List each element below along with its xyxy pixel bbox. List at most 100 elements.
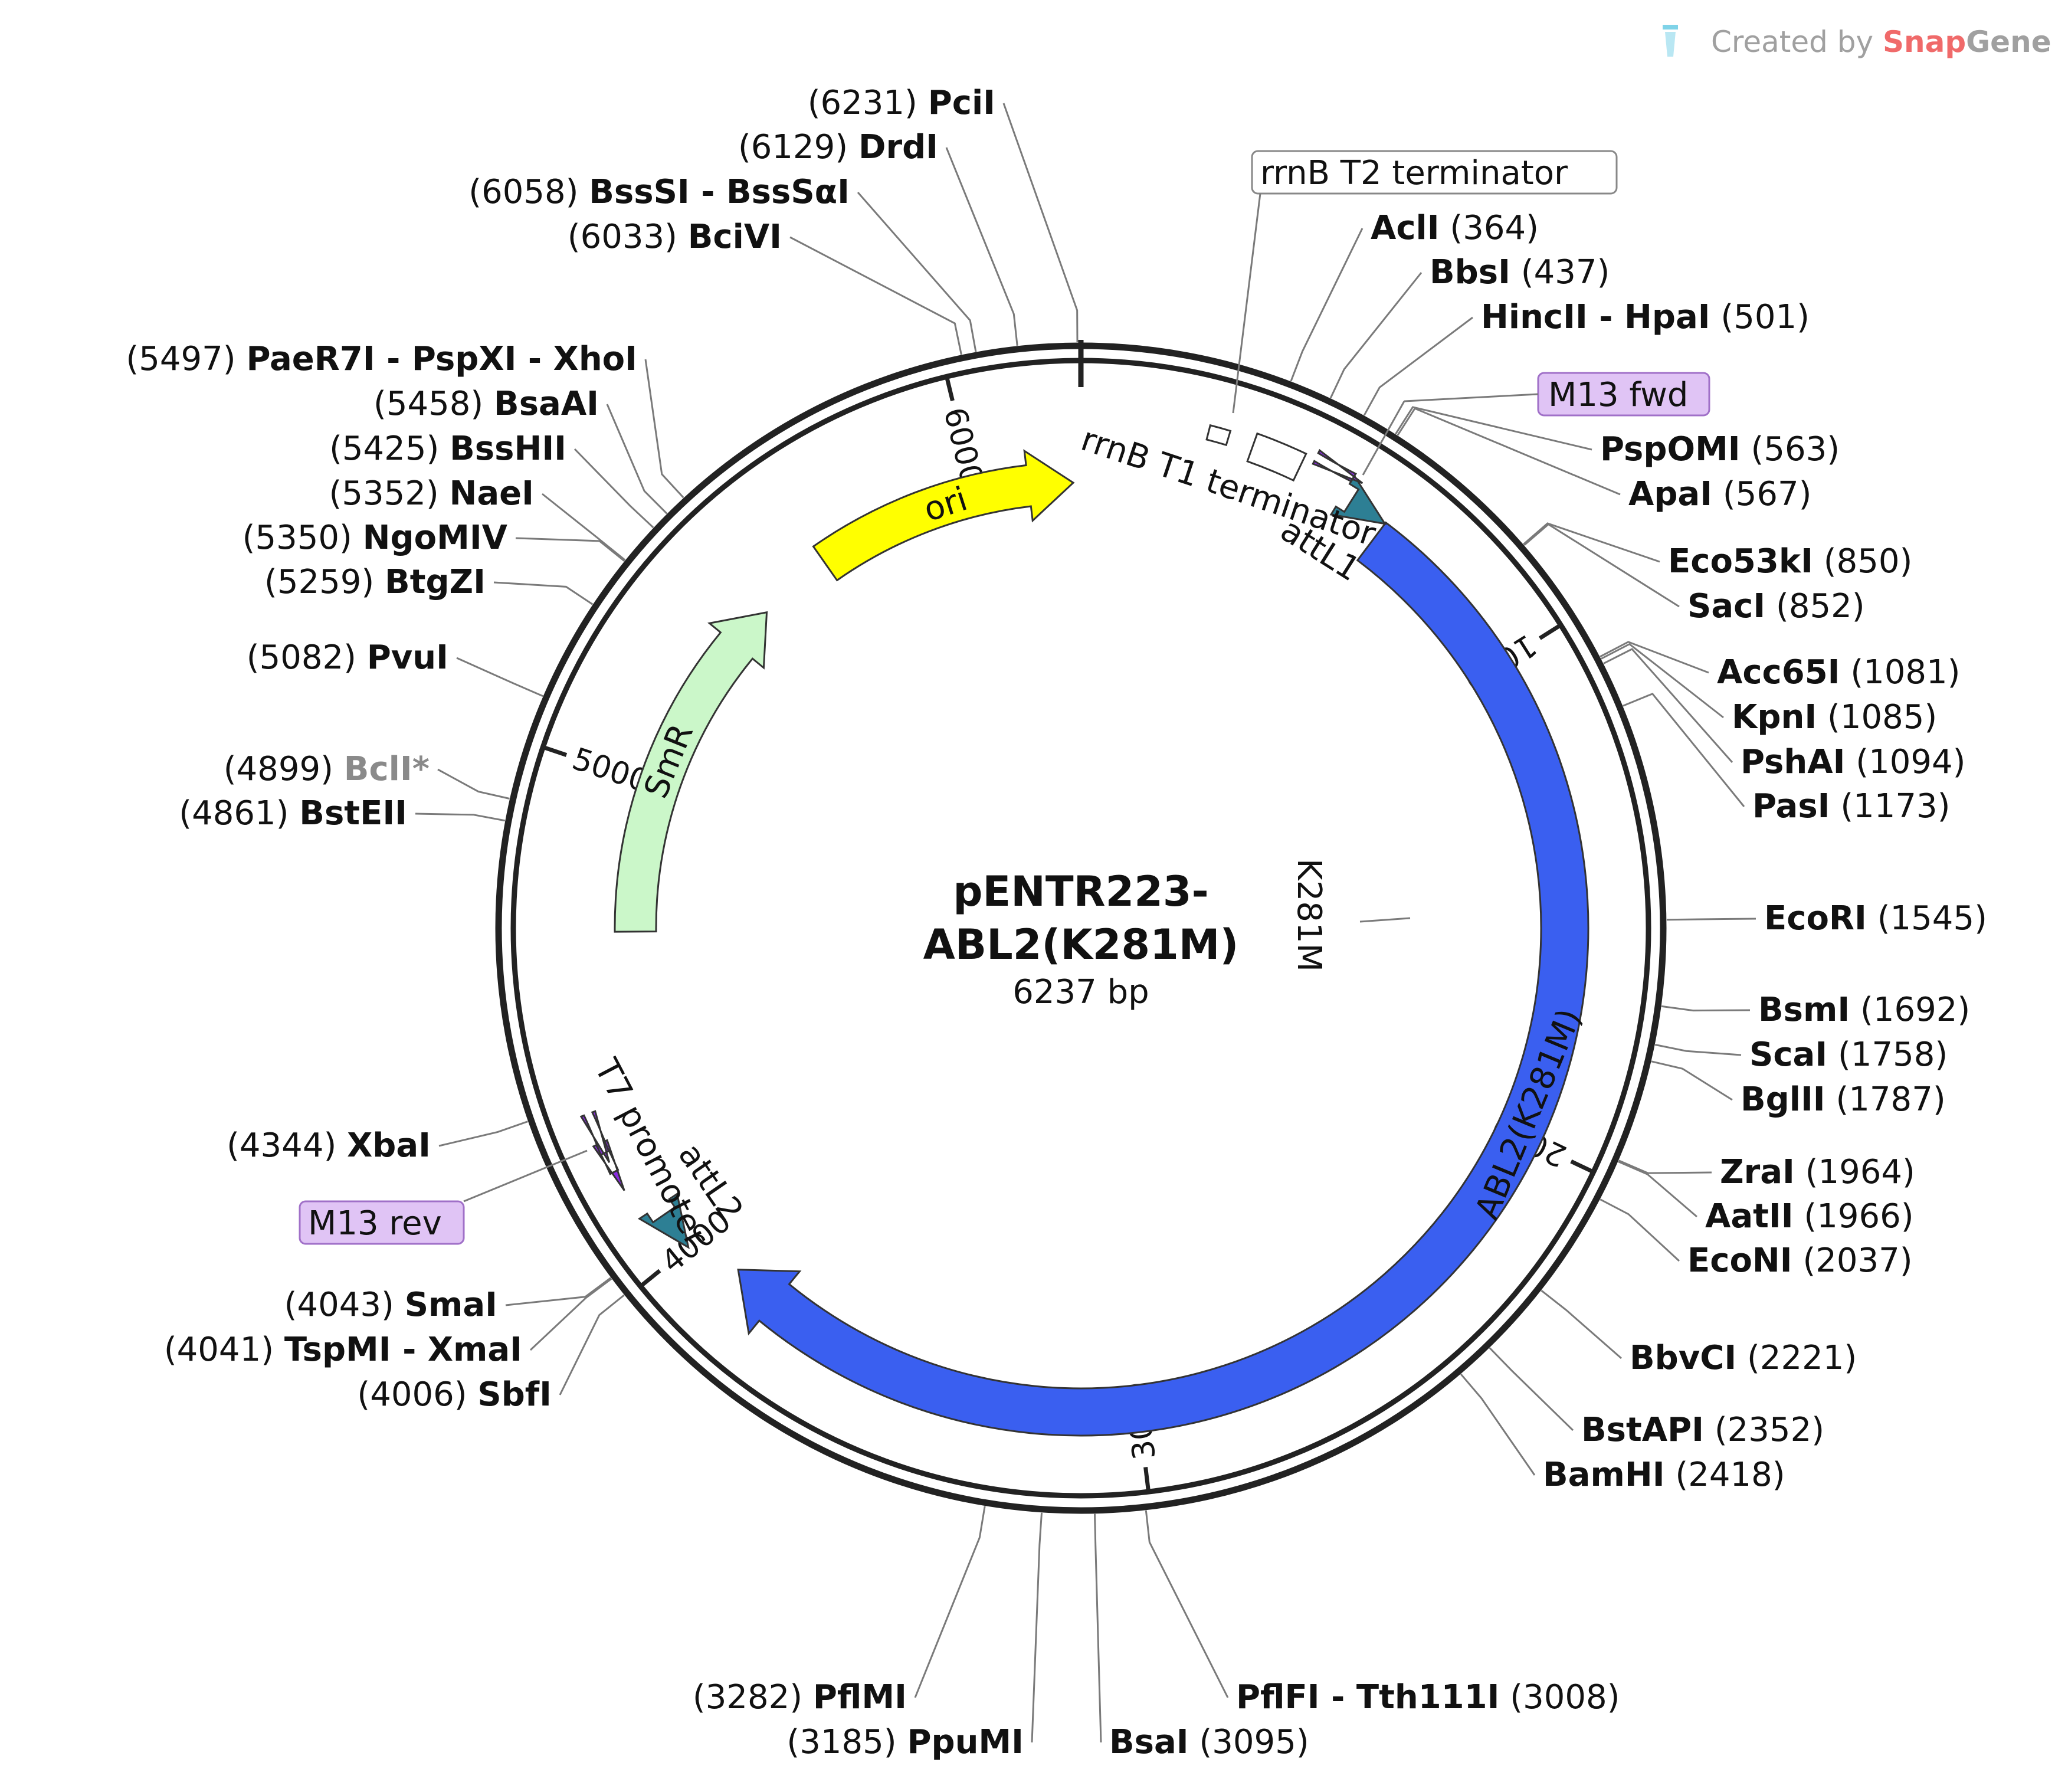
site-name: SbfI (477, 1375, 552, 1414)
site-bsssi-bsss-i: (6058) BssSI - BssSαI (468, 173, 977, 352)
site-label: AclI (364) (1371, 209, 1539, 247)
plasmid-name-line1: pENTR223- (953, 867, 1208, 916)
site-name: PspOMI (1600, 430, 1741, 469)
site-leader (1397, 407, 1621, 496)
site-label: PspOMI (563) (1600, 430, 1840, 469)
site-position: (6231) (808, 84, 917, 122)
site-name: BsaAI (494, 385, 599, 423)
snapgene-logo-icon (1663, 25, 1678, 57)
tick-6000 (945, 377, 955, 401)
site-label: (4041) TspMI - XmaI (164, 1331, 522, 1369)
site-position: (5082) (247, 638, 356, 677)
site-leader (1661, 1005, 1751, 1012)
site-name: Acc65I (1717, 653, 1840, 692)
site-name: SmaI (405, 1286, 497, 1324)
site-name: HincII - HpaI (1481, 298, 1710, 336)
site-bstapi: BstAPI (2352) (1489, 1347, 1824, 1449)
site-leader (1031, 1512, 1043, 1743)
site-pshai: PshAI (1094) (1603, 648, 1965, 781)
site-position: (2221) (1747, 1339, 1857, 1377)
site-name: BstEII (299, 794, 407, 833)
svg-text:M13 fwd: M13 fwd (1548, 376, 1688, 414)
site-leader (437, 768, 510, 800)
site-leader (1145, 1510, 1229, 1698)
site-label: BstAPI (2352) (1581, 1411, 1824, 1449)
site-position: (6033) (568, 218, 677, 256)
site-leader (515, 537, 625, 562)
site-label: (6033) BciVI (568, 218, 782, 256)
site-name: ScaI (1749, 1036, 1827, 1074)
site-leader (529, 1277, 612, 1351)
site-position: (437) (1521, 253, 1610, 291)
site-position: (4043) (284, 1286, 394, 1324)
site-kpni: KpnI (1085) (1601, 643, 1937, 736)
site-name: BamHI (1543, 1456, 1665, 1494)
site-position: (850) (1824, 542, 1913, 581)
site-position: (5259) (264, 563, 374, 601)
site-label: BsmI (1692) (1758, 991, 1970, 1029)
feature-m13-fwd (1312, 448, 1364, 484)
feature-abl2-k281m (737, 521, 1589, 1437)
site-label: Acc65I (1081) (1717, 653, 1961, 692)
site-name: NgoMIV (363, 519, 508, 557)
site-label: BbvCI (2221) (1630, 1339, 1857, 1377)
site-name: EcoNI (1687, 1241, 1792, 1280)
site-position: (563) (1751, 430, 1840, 469)
site-label: (5425) BssHII (329, 430, 566, 468)
site-paer7i-pspxi-xhoi: (5497) PaeR7I - PspXI - XhoI (126, 340, 684, 499)
site-position: (5350) (242, 519, 352, 557)
tick-5000 (543, 745, 568, 757)
site-position: (1964) (1805, 1153, 1915, 1191)
site-leader (1601, 643, 1724, 719)
site-leader (1600, 641, 1709, 674)
site-position: (2418) (1675, 1456, 1785, 1494)
site-position: (852) (1776, 587, 1865, 625)
site-label: ZraI (1964) (1720, 1153, 1915, 1191)
site-leader (1651, 1060, 1733, 1101)
site-name: ZraI (1720, 1153, 1795, 1191)
site-position: (4899) (224, 750, 333, 788)
mutation-leader (1359, 917, 1411, 923)
site-name: BsmI (1758, 991, 1850, 1029)
site-bsteii: (4861) BstEII (179, 794, 506, 833)
site-econi: EcoNI (2037) (1600, 1198, 1913, 1280)
site-position: (364) (1450, 209, 1539, 247)
site-position: (2037) (1802, 1241, 1912, 1280)
site-leader (606, 404, 668, 515)
site-pvui: (5082) PvuI (247, 638, 543, 697)
site-bsmi: BsmI (1692) (1661, 991, 1970, 1029)
tick-3000 (1143, 1467, 1151, 1491)
site-leader (1600, 1198, 1680, 1262)
site-leader (1666, 918, 1756, 921)
site-pspomi: PspOMI (563) (1395, 406, 1840, 469)
site-name: PflFI - Tth111I (1236, 1678, 1499, 1716)
site-name: SacI (1687, 587, 1765, 625)
site-name: BclI* (344, 750, 430, 788)
site-name: AatII (1705, 1197, 1794, 1236)
site-label: KpnI (1085) (1732, 698, 1937, 736)
site-position: (1094) (1856, 743, 1965, 781)
m13-rev-box: M13 rev (299, 1149, 588, 1245)
site-label: (3185) PpuMI (786, 1723, 1024, 1761)
site-pflfi-tth111i: PflFI - Tth111I (3008) (1145, 1510, 1620, 1716)
site-scai: ScaI (1758) (1654, 1036, 1948, 1074)
site-ppumi: (3185) PpuMI (786, 1512, 1043, 1761)
site-btgzi: (5259) BtgZI (264, 563, 594, 605)
site-position: (1787) (1836, 1080, 1945, 1119)
site-position: (5425) (329, 430, 439, 468)
feature-attl2 (637, 1192, 690, 1250)
rrnb-t2-terminator-box: rrnB T2 terminator (1232, 150, 1618, 414)
site-leader (493, 581, 594, 605)
feature-attl1 (1329, 474, 1387, 525)
site-leader (505, 1277, 612, 1306)
site-bbsi: BbsI (437) (1329, 253, 1610, 399)
site-position: (5458) (373, 385, 483, 423)
site-name: BstAPI (1581, 1411, 1704, 1449)
site-pflmi: (3282) PflMI (693, 1506, 986, 1716)
site-bcivi: (6033) BciVI (568, 218, 962, 355)
site-position: (5352) (329, 474, 438, 513)
site-pasi: PasI (1173) (1623, 692, 1951, 825)
site-sbfi: (4006) SbfI (357, 1294, 625, 1414)
site-label: BbsI (437) (1430, 253, 1610, 291)
site-name: PvuI (367, 638, 448, 677)
